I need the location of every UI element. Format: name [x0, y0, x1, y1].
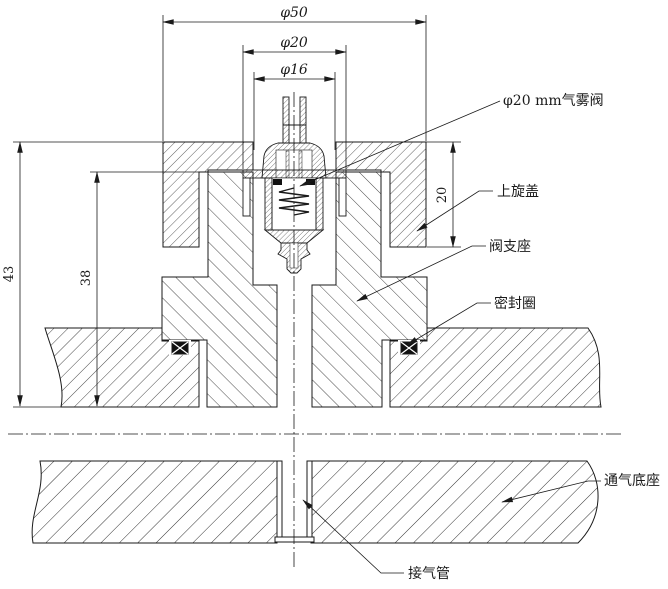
- gas-pipe: [274, 460, 315, 543]
- centerlines: [8, 92, 622, 568]
- pipe-wall-left: [276, 460, 283, 538]
- valve-support-right: [311, 171, 428, 408]
- seal-ring-left-cross: [171, 341, 189, 355]
- cup-skirt-right: [338, 177, 347, 217]
- seal-rings: [171, 341, 418, 355]
- base-upper-left: [44, 327, 200, 408]
- right-dimension-20: 20: [426, 141, 461, 248]
- valve-support-left: [161, 171, 278, 408]
- label-vent-base: 通气底座: [604, 473, 660, 489]
- leader-gas-pipe: [302, 499, 404, 574]
- label-seal-ring: 密封圈: [494, 295, 536, 312]
- top-dimensions: φ50 φ20 φ16: [162, 5, 427, 169]
- valve-stem-wall-left: [282, 96, 290, 144]
- dim-text-dia16: φ16: [280, 62, 308, 78]
- pipe-wall-right: [306, 460, 313, 538]
- leader-valve-support: [356, 245, 486, 302]
- leader-upper-cap: [416, 190, 493, 232]
- dim-text-20: 20: [435, 187, 450, 204]
- dim-text-dia50: φ50: [280, 5, 308, 21]
- dim-text-43: 43: [2, 266, 17, 283]
- pipe-bottom-flange: [274, 536, 315, 543]
- leader-vent-base: [501, 480, 601, 503]
- dim-text-38: 38: [79, 270, 94, 287]
- label-valve-support: 阀支座: [489, 239, 531, 255]
- label-upper-cap: 上旋盖: [497, 184, 539, 200]
- label-gas-pipe: 接气管: [408, 565, 450, 582]
- leader-aerosol-valve: [299, 100, 501, 187]
- housing-wall-left: [264, 177, 273, 231]
- housing-wall-right: [315, 177, 324, 231]
- stem-gasket-left: [273, 179, 282, 185]
- cup-skirt-left: [242, 177, 251, 217]
- upper-cap-section: [162, 141, 427, 248]
- base-lower-right: [310, 460, 599, 544]
- dim-text-dia20: φ20: [280, 35, 308, 51]
- base-upper-right: [389, 327, 602, 408]
- leader-seal-ring: [406, 302, 491, 346]
- mounting-cup-flange: [242, 169, 347, 179]
- aerosol-valve: [242, 96, 347, 274]
- part-labels: φ20 mm气雾阀 上旋盖 阀支座 密封圈 通气底座 接气管: [299, 93, 660, 582]
- vent-base-lower-slab: [31, 460, 599, 544]
- valve-support-section: [161, 171, 428, 408]
- label-aerosol-valve: φ20 mm气雾阀: [503, 93, 604, 109]
- left-dimensions: 43 38: [2, 141, 243, 408]
- valve-stem-wall-right: [299, 96, 307, 144]
- base-lower-left: [31, 460, 278, 544]
